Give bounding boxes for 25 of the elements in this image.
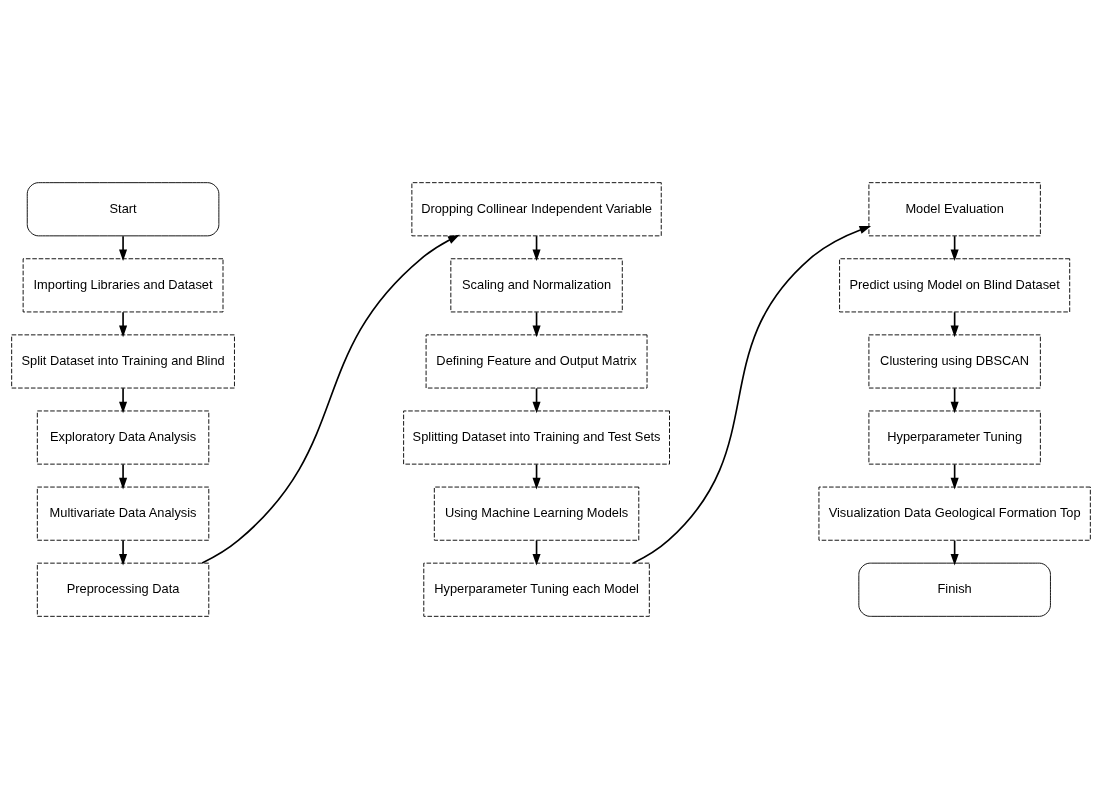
arrow [119, 463, 128, 490]
node-box: Split Dataset into Training and Blind [11, 334, 235, 389]
node-box: Finish [858, 562, 1051, 617]
node-box: Hyperparameter Tuning each Model [423, 562, 650, 617]
node-box: Splitting Dataset into Training and Test Sets [403, 410, 670, 465]
node-box: Start [26, 182, 220, 237]
node-box: Preprocessing Data [36, 562, 210, 617]
node-box: Exploratory Data Analysis [36, 410, 210, 465]
node-box: Visualization Data Geological Formation Top [818, 486, 1091, 541]
node-box: Hyperparameter Tuning [868, 410, 1041, 465]
node-box: Scaling and Normalization [450, 258, 623, 313]
node-box: Importing Libraries and Dataset [22, 258, 224, 313]
arrow [119, 539, 128, 566]
node-box: Using Machine Learning Models [433, 486, 640, 541]
node-box: Model Evaluation [868, 182, 1041, 237]
arrow [201, 234, 460, 564]
node-box: Multivariate Data Analysis [36, 486, 210, 541]
arrow [119, 311, 128, 338]
arrow [632, 226, 872, 564]
node-box: Predict using Model on Blind Dataset [839, 258, 1071, 313]
node-box: Defining Feature and Output Matrix [425, 334, 648, 389]
arrow [119, 387, 128, 414]
node-box: Clustering using DBSCAN [868, 334, 1041, 389]
node-box: Dropping Collinear Independent Variable [411, 182, 662, 237]
arrow [119, 235, 128, 262]
